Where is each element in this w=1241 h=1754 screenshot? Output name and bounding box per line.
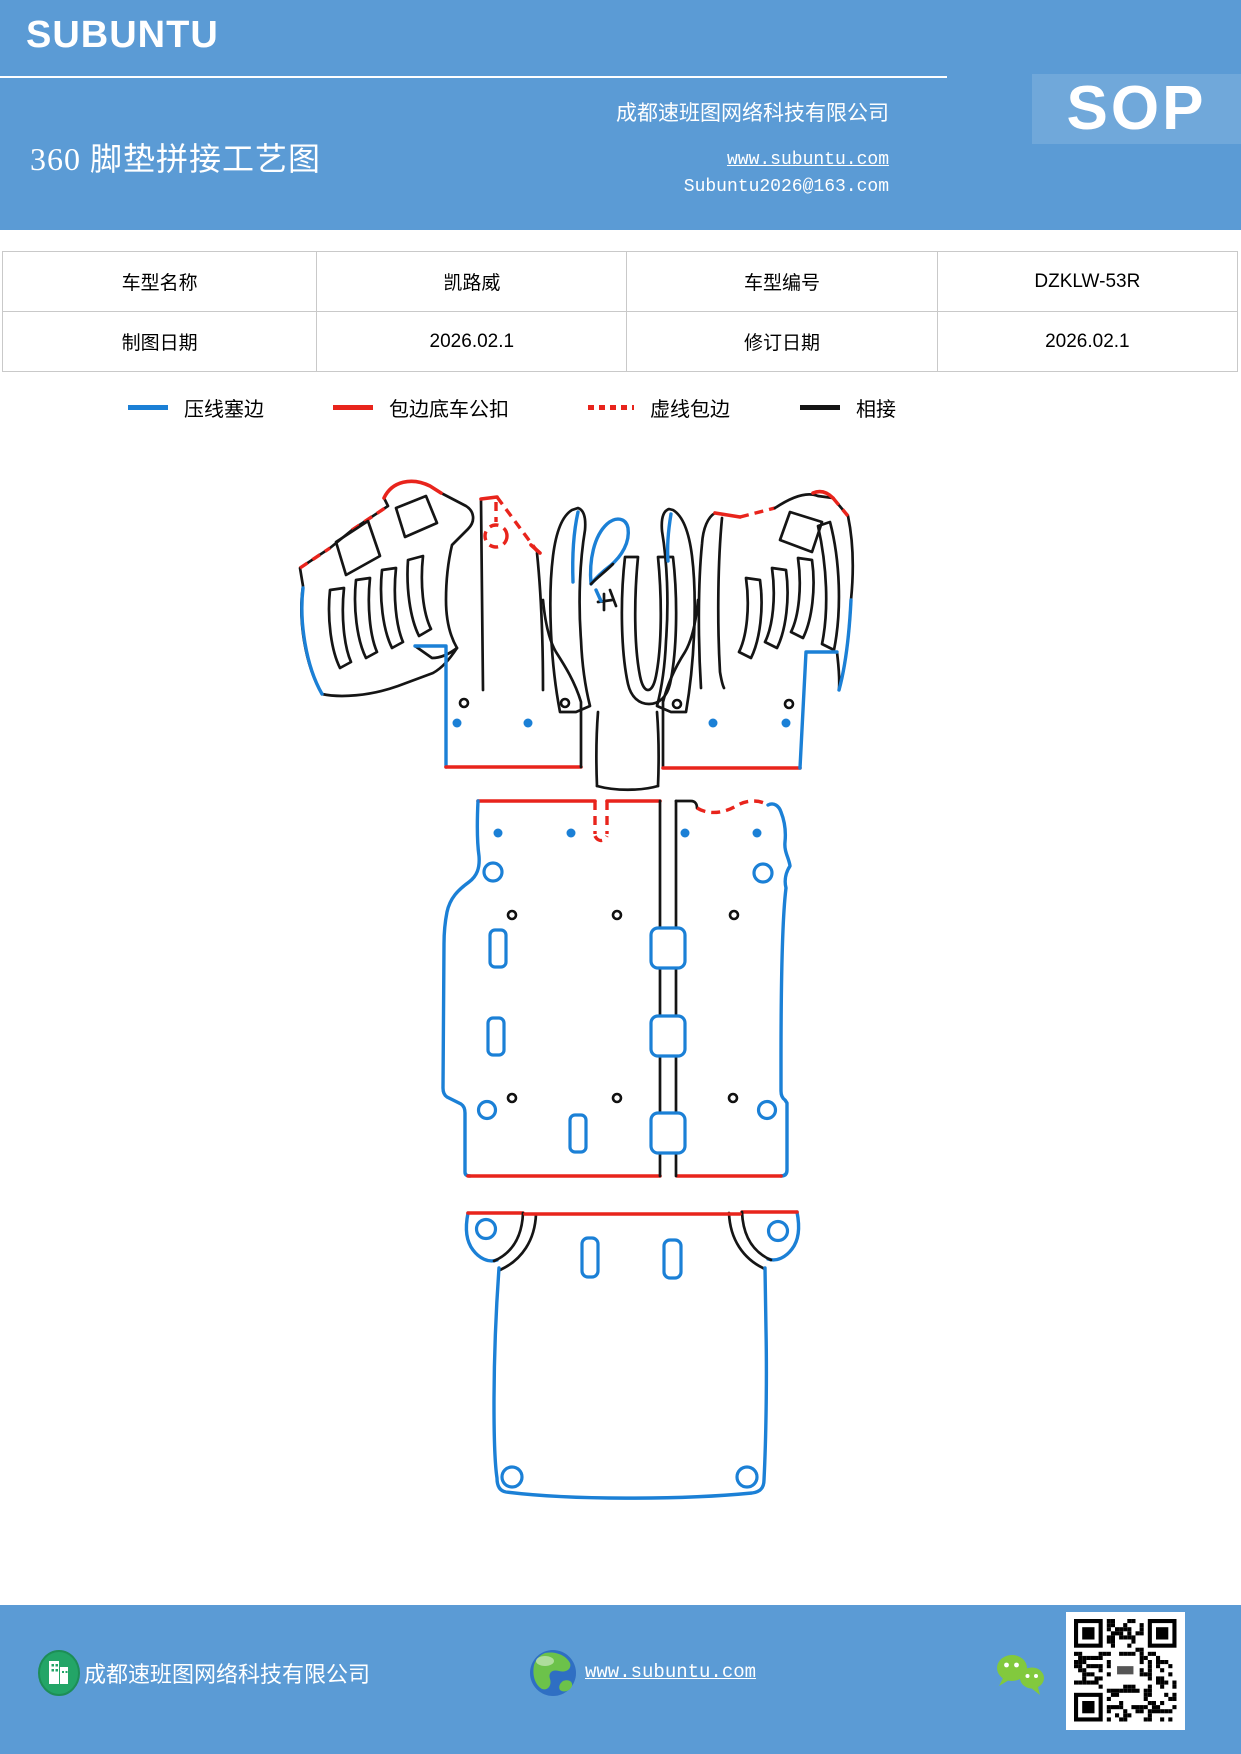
footer-company-name: 成都速班图网络科技有限公司 bbox=[84, 1662, 371, 1687]
legend-item-join: 相接 bbox=[800, 393, 896, 422]
middle-connector-tabs bbox=[649, 926, 687, 1155]
front-left-mat bbox=[298, 479, 583, 769]
red-dashed-swatch bbox=[588, 405, 634, 410]
globe-icon bbox=[530, 1650, 576, 1696]
header-divider bbox=[0, 76, 947, 78]
footer-icons bbox=[38, 1650, 1044, 1696]
sop-badge: SOP bbox=[1032, 74, 1241, 144]
front-center-console bbox=[549, 506, 697, 792]
model-name-value: 凯路威 bbox=[316, 251, 628, 312]
building-icon bbox=[38, 1650, 80, 1696]
footer-website-link[interactable]: www.subuntu.com bbox=[585, 1661, 757, 1683]
qr-code bbox=[1066, 1612, 1185, 1730]
revise-date-value: 2026.02.1 bbox=[936, 311, 1239, 372]
front-right-mat bbox=[661, 489, 855, 770]
model-code-label: 车型编号 bbox=[626, 251, 938, 312]
legend-item-wrap-buckle: 包边底车公扣 bbox=[333, 393, 509, 422]
model-name-label: 车型名称 bbox=[1, 251, 318, 312]
page-title: 360 脚垫拼接工艺图 bbox=[30, 141, 322, 177]
email-address: Subuntu2026@163.com bbox=[683, 177, 889, 197]
black-line-swatch bbox=[800, 405, 840, 410]
model-code-value: DZKLW-53R bbox=[936, 251, 1239, 312]
vehicle-info-table: 车型名称 凯路威 车型编号 DZKLW-53R 制图日期 2026.02.1 修… bbox=[1, 251, 1239, 372]
header-band: SUBUNTU 360 脚垫拼接工艺图 成都速班图网络科技有限公司 www.su… bbox=[0, 0, 1241, 230]
revise-date-label: 修订日期 bbox=[626, 311, 938, 372]
legend-item-press-edge: 压线塞边 bbox=[128, 393, 264, 422]
company-name: 成都速班图网络科技有限公司 bbox=[616, 101, 889, 125]
middle-left-mat bbox=[441, 799, 662, 1178]
table-row: 车型名称 凯路威 车型编号 DZKLW-53R bbox=[1, 251, 1239, 312]
website-link[interactable]: www.subuntu.com bbox=[726, 150, 889, 170]
wechat-icon bbox=[997, 1655, 1044, 1695]
red-line-swatch bbox=[333, 405, 373, 410]
middle-right-mat bbox=[674, 799, 792, 1178]
draw-date-label: 制图日期 bbox=[1, 311, 318, 372]
table-row: 制图日期 2026.02.1 修订日期 2026.02.1 bbox=[1, 311, 1239, 372]
front-mats-holes bbox=[452, 697, 795, 728]
sop-label: SOP bbox=[1066, 74, 1207, 143]
footer-band: 成都速班图网络科技有限公司 www.subuntu.com bbox=[0, 1605, 1241, 1754]
brand-logo: SUBUNTU bbox=[26, 14, 219, 56]
trunk-mat bbox=[464, 1210, 801, 1500]
legend-item-dashed-wrap: 虚线包边 bbox=[588, 393, 730, 422]
draw-date-value: 2026.02.1 bbox=[316, 311, 628, 372]
blue-line-swatch bbox=[128, 405, 168, 410]
